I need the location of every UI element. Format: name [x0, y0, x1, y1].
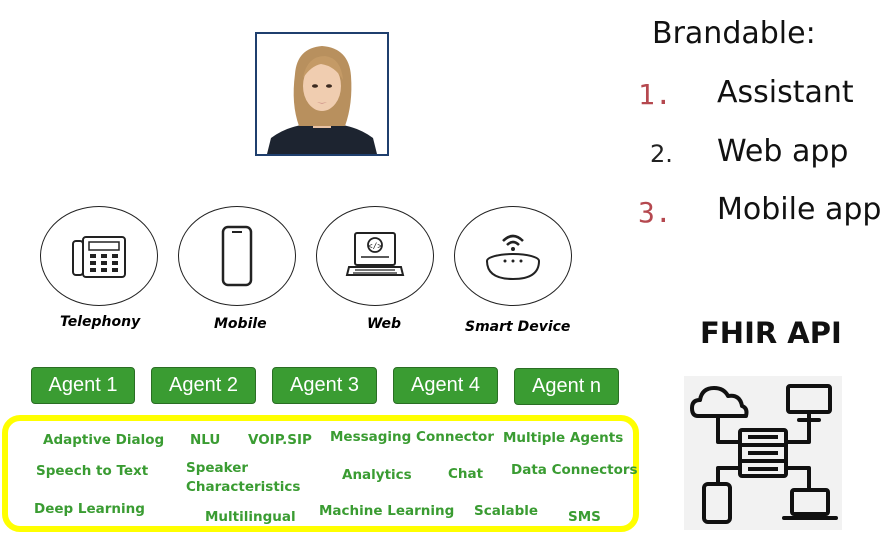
telephone-icon	[72, 236, 126, 278]
fhir-api-diagram	[684, 376, 842, 530]
capability-item: SMS	[568, 509, 601, 525]
agent-n-button[interactable]: Agent n	[514, 368, 619, 405]
svg-text:</>: </>	[368, 242, 383, 251]
capability-item: Machine Learning	[319, 503, 455, 519]
capability-item: Speaker Characteristics	[186, 460, 301, 495]
mobile-phone-icon	[221, 225, 253, 287]
capability-item: Chat	[448, 466, 484, 482]
capability-item: Multilingual	[205, 509, 296, 525]
capability-item: Multiple Agents	[503, 430, 624, 446]
brandable-number: 1.	[638, 78, 672, 111]
capability-item: Data Connectors	[511, 462, 638, 478]
capability-item: Scalable	[474, 503, 539, 519]
capability-item: Deep Learning	[34, 501, 145, 517]
channel-mobile	[178, 206, 296, 306]
brandable-item-mobile-app: Mobile app	[717, 192, 882, 227]
capability-item: Speech to Text	[36, 463, 149, 479]
channel-label-web: Web	[367, 316, 402, 332]
brandable-title: Brandable:	[652, 16, 816, 51]
channel-web: </>	[316, 206, 434, 306]
agent-3-button[interactable]: Agent 3	[272, 367, 377, 404]
agent-1-button[interactable]: Agent 1	[31, 367, 135, 404]
capability-item: Messaging Connector	[330, 429, 494, 445]
fhir-api-title: FHIR API	[700, 316, 842, 350]
smart-speaker-icon	[486, 234, 540, 281]
channel-smart-device	[454, 206, 572, 306]
assistant-avatar-icon	[267, 46, 377, 154]
channel-label-mobile: Mobile	[214, 316, 267, 332]
agent-2-button[interactable]: Agent 2	[151, 367, 256, 404]
brandable-number: 3.	[638, 196, 672, 229]
capability-item: Analytics	[342, 467, 412, 483]
channel-telephony	[40, 206, 158, 306]
brandable-number: 2.	[650, 140, 673, 168]
capability-item: VOIP.SIP	[248, 432, 312, 448]
capability-item: NLU	[190, 432, 221, 448]
brandable-item-assistant: Assistant	[717, 75, 854, 110]
network-architecture-icon	[690, 384, 838, 524]
capabilities-box	[2, 415, 639, 532]
channel-label-smart-device: Smart Device	[465, 319, 571, 335]
capability-item: Adaptive Dialog	[43, 432, 165, 448]
laptop-code-icon: </>	[345, 232, 405, 276]
channel-label-telephony: Telephony	[60, 314, 141, 330]
assistant-avatar	[255, 32, 389, 156]
agent-4-button[interactable]: Agent 4	[393, 367, 498, 404]
brandable-item-web-app: Web app	[717, 134, 849, 169]
